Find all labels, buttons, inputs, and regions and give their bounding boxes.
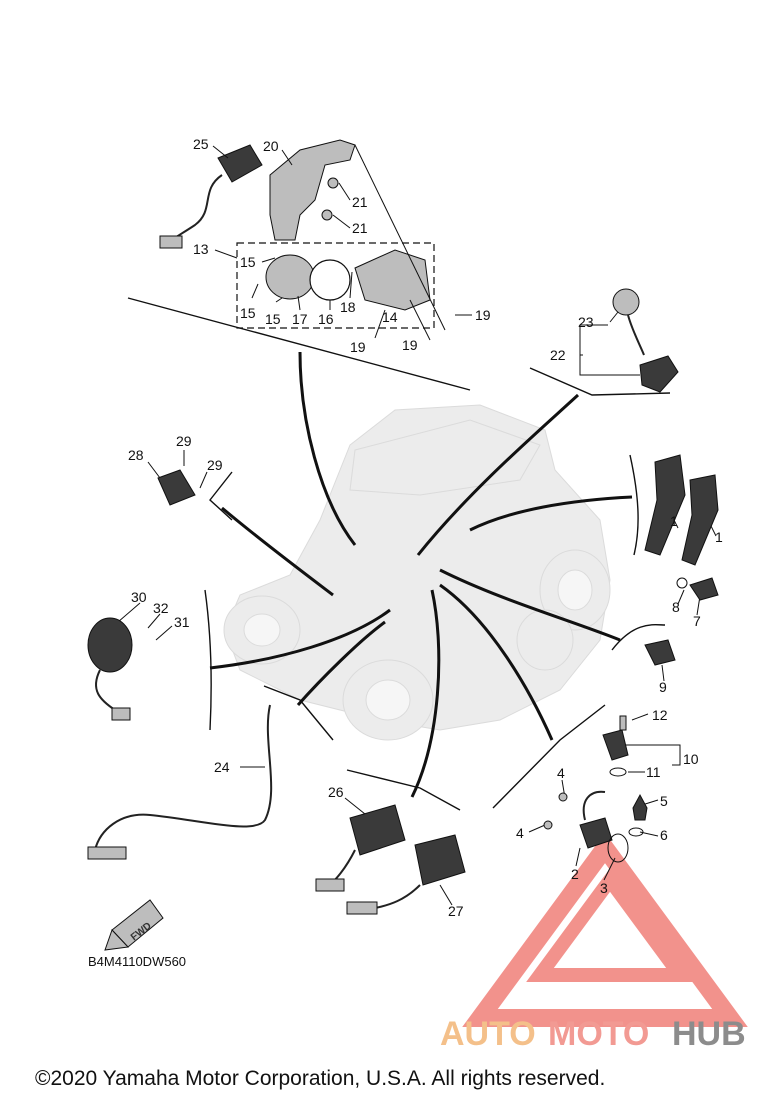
label-11: 11 bbox=[646, 764, 661, 780]
label-29a: 29 bbox=[176, 433, 192, 449]
meter-assembly-group bbox=[159, 139, 435, 329]
sensor-28 bbox=[157, 469, 196, 506]
label-22: 22 bbox=[550, 347, 566, 363]
label-4a: 4 bbox=[557, 765, 565, 781]
screw-21b bbox=[321, 209, 333, 221]
label-19c: 19 bbox=[402, 337, 418, 353]
meter-assembly-dashed-box bbox=[236, 242, 435, 329]
sensor-7 bbox=[689, 577, 719, 601]
label-15a: 15 bbox=[240, 254, 256, 270]
label-13: 13 bbox=[193, 241, 209, 257]
buzzer-25-wire bbox=[164, 174, 223, 246]
switch-22 bbox=[639, 355, 679, 393]
label-1b: 1 bbox=[715, 529, 723, 545]
callout-numbers: 1 1 2 3 4 4 5 6 7 8 9 10 11 12 13 14 15 … bbox=[128, 136, 723, 919]
relay-27 bbox=[414, 834, 466, 886]
label-1a: 1 bbox=[670, 513, 678, 529]
label-28: 28 bbox=[128, 447, 144, 463]
sensor-2 bbox=[579, 817, 613, 849]
label-9: 9 bbox=[659, 679, 667, 695]
label-16: 16 bbox=[318, 311, 334, 327]
small-parts bbox=[87, 288, 719, 951]
lens-17 bbox=[265, 254, 315, 300]
sensor-10 bbox=[602, 729, 629, 761]
watermark-text: AUTO MOTO HUB bbox=[440, 1015, 746, 1053]
watermark-hub: HUB bbox=[672, 1015, 746, 1053]
vehicle-silhouette bbox=[223, 404, 611, 741]
oring-8 bbox=[676, 577, 688, 589]
watermark-moto: MOTO bbox=[548, 1015, 649, 1053]
bracket-20 bbox=[269, 139, 356, 241]
copyright-notice: ©2020 Yamaha Motor Corporation, U.S.A. A… bbox=[35, 1067, 605, 1090]
label-20: 20 bbox=[263, 138, 279, 154]
label-10: 10 bbox=[683, 751, 699, 767]
watermark-logo-mark bbox=[462, 832, 748, 1027]
bolt-4a bbox=[558, 792, 568, 802]
label-12: 12 bbox=[652, 707, 668, 723]
watermark-auto: AUTO bbox=[440, 1015, 536, 1053]
sensor-5 bbox=[632, 793, 648, 821]
label-30: 30 bbox=[131, 589, 147, 605]
gasket-16 bbox=[309, 259, 351, 301]
label-26: 26 bbox=[328, 784, 344, 800]
ignition-coil-1a bbox=[644, 454, 686, 556]
diagram-code: B4M4110DW560 bbox=[88, 954, 186, 969]
label-7: 7 bbox=[693, 613, 701, 629]
oring-6 bbox=[628, 827, 644, 837]
label-23: 23 bbox=[578, 314, 594, 330]
label-15b: 15 bbox=[240, 305, 256, 321]
horn-connector bbox=[111, 707, 131, 721]
label-32: 32 bbox=[153, 600, 169, 616]
gauge-23 bbox=[612, 288, 640, 316]
label-21b: 21 bbox=[352, 220, 368, 236]
horn-30 bbox=[87, 617, 133, 673]
bolt-12 bbox=[619, 715, 627, 731]
label-18: 18 bbox=[340, 299, 356, 315]
label-8: 8 bbox=[672, 599, 680, 615]
label-15c: 15 bbox=[265, 311, 281, 327]
label-14: 14 bbox=[382, 309, 398, 325]
harness-24 bbox=[94, 704, 273, 851]
callout-brackets bbox=[127, 297, 671, 811]
buzzer-25-connector bbox=[159, 235, 183, 249]
label-4b: 4 bbox=[516, 825, 524, 841]
relay-27-connector bbox=[346, 901, 378, 915]
label-19a: 19 bbox=[475, 307, 491, 323]
ignition-coil-1b bbox=[681, 474, 719, 566]
relay-26 bbox=[349, 804, 406, 856]
label-31: 31 bbox=[174, 614, 190, 630]
label-19b: 19 bbox=[350, 339, 366, 355]
label-25: 25 bbox=[193, 136, 209, 152]
harness-24-connector bbox=[87, 846, 127, 860]
label-17: 17 bbox=[292, 311, 308, 327]
label-24: 24 bbox=[214, 759, 230, 775]
label-5: 5 bbox=[660, 793, 668, 809]
label-6: 6 bbox=[660, 827, 668, 843]
screw-21a bbox=[327, 177, 339, 189]
label-2: 2 bbox=[571, 866, 579, 882]
meter-body-14 bbox=[354, 249, 431, 311]
label-29b: 29 bbox=[207, 457, 223, 473]
buzzer-25 bbox=[217, 144, 263, 183]
oring-11 bbox=[609, 767, 627, 777]
label-3: 3 bbox=[600, 880, 608, 896]
bolt-4b bbox=[543, 820, 553, 830]
sensor-9 bbox=[644, 639, 676, 666]
label-21a: 21 bbox=[352, 194, 368, 210]
label-27: 27 bbox=[448, 903, 464, 919]
gasket-3 bbox=[607, 833, 629, 863]
relay-26-connector bbox=[315, 878, 345, 892]
